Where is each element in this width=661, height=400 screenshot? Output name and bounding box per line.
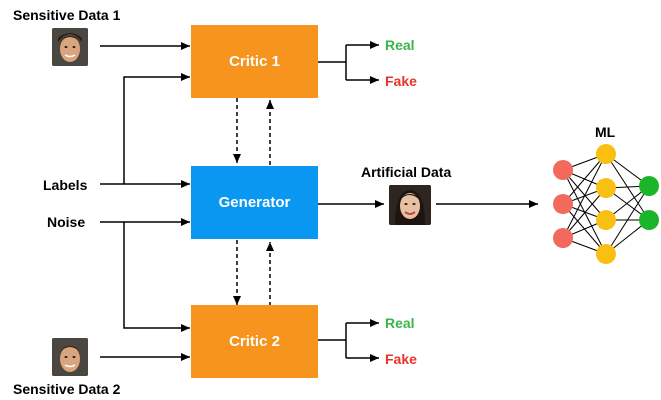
neural-network-icon — [553, 144, 659, 264]
nn-hidden-node — [596, 144, 616, 164]
nn-input-node — [553, 160, 573, 180]
generator-label: Generator — [218, 194, 291, 211]
nn-output-node — [639, 210, 659, 230]
critic-2-label: Critic 2 — [229, 333, 280, 350]
sensitive-data-2-face-photo-icon — [52, 338, 88, 376]
generator-box: Generator — [191, 166, 318, 239]
critic-1-real-output: Real — [385, 37, 415, 53]
critic-2-box: Critic 2 — [191, 305, 318, 378]
nn-connection — [562, 153, 607, 239]
artificial-data-face-photo-icon — [389, 185, 431, 225]
critic-1-label: Critic 1 — [229, 53, 280, 70]
ml-label: ML — [595, 124, 616, 140]
critic-1-box: Critic 1 — [191, 25, 318, 98]
nn-hidden-node — [596, 178, 616, 198]
sensitive-data-1-face-photo-icon — [52, 28, 88, 66]
critic-1-fake-output: Fake — [385, 73, 417, 89]
nn-hidden-node — [596, 210, 616, 230]
noise-input-label: Noise — [47, 214, 86, 230]
labels-input-label: Labels — [43, 177, 88, 193]
nn-output-node — [639, 176, 659, 196]
nn-connection — [605, 185, 650, 255]
arrow-noise-to-critic2 — [123, 222, 190, 332]
arrow-labels-to-critic1 — [123, 73, 190, 184]
nn-input-node — [553, 194, 573, 214]
artificial-data-label: Artificial Data — [361, 164, 452, 180]
nn-hidden-node — [596, 244, 616, 264]
critic-2-fake-output: Fake — [385, 351, 417, 367]
sensitive-data-1-label: Sensitive Data 1 — [13, 7, 121, 23]
nn-input-node — [553, 228, 573, 248]
nn-connection — [562, 187, 607, 239]
nn-connection — [562, 153, 607, 205]
sensitive-data-2-label: Sensitive Data 2 — [13, 381, 121, 397]
critic-2-real-output: Real — [385, 315, 415, 331]
